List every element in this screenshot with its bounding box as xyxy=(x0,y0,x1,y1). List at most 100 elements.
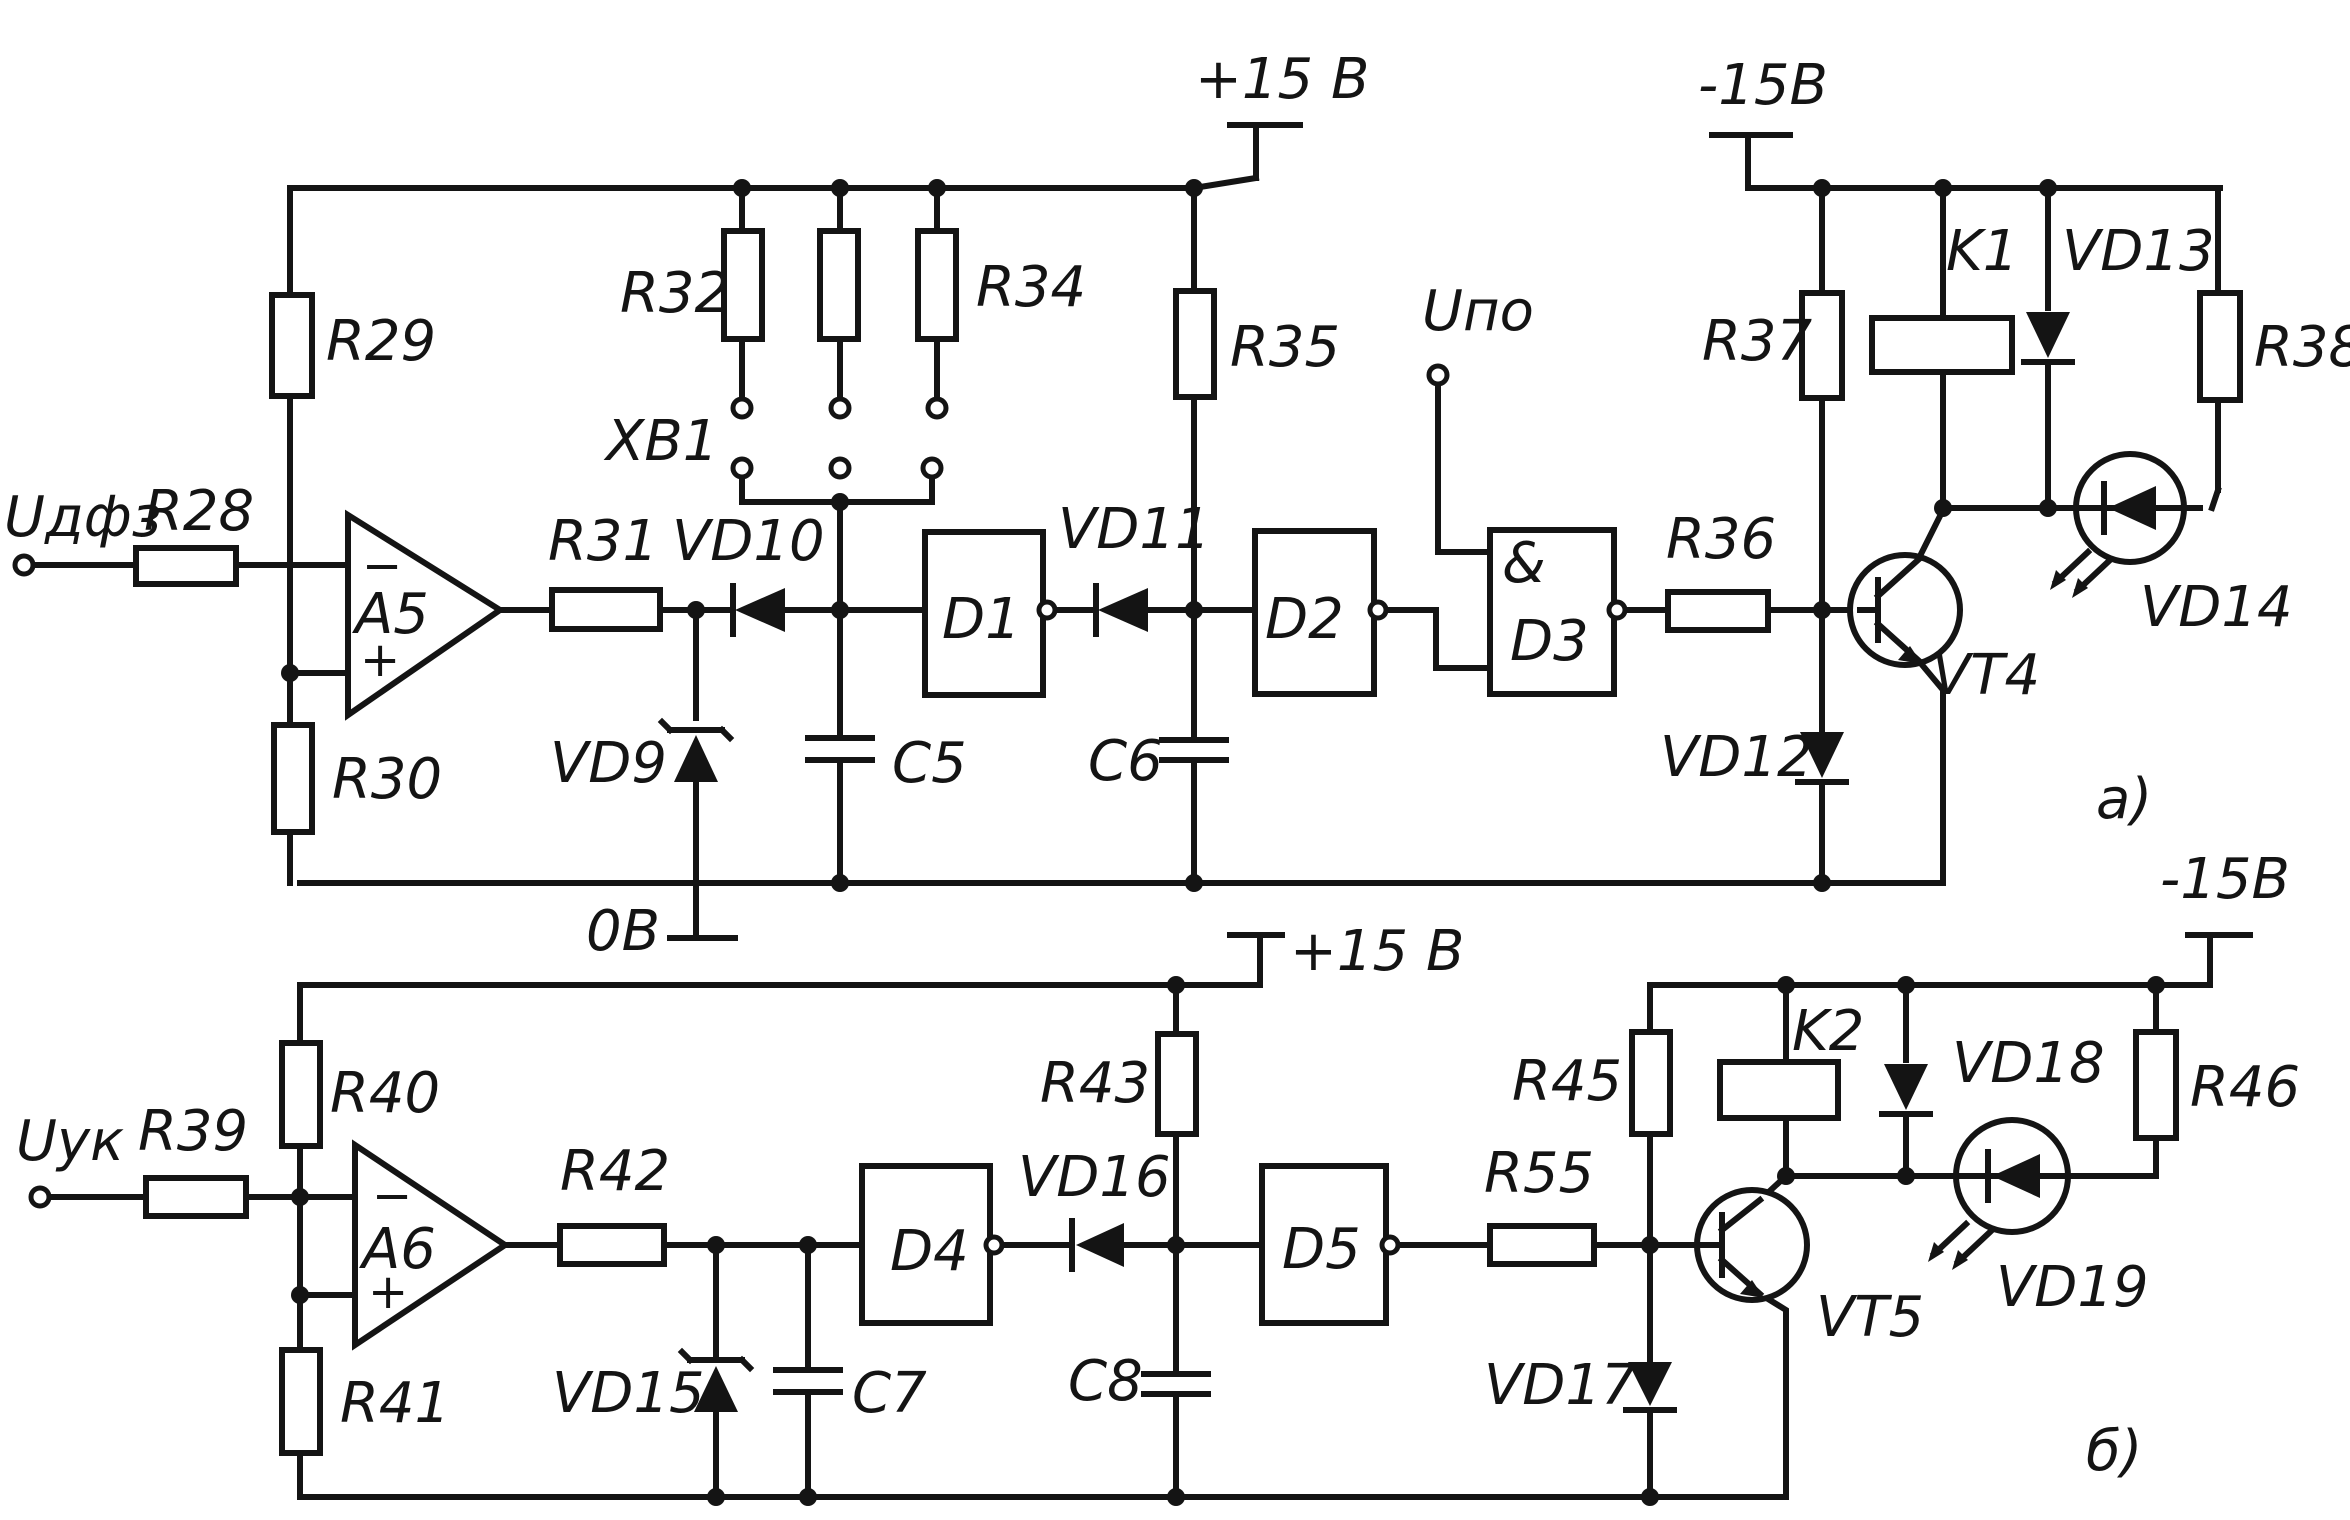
label-c7: C7 xyxy=(852,1361,927,1426)
label-tag-b: б) xyxy=(2086,1419,2142,1484)
label-r37: R37 xyxy=(1702,309,1813,374)
relay-k1-coil xyxy=(1869,315,2015,375)
transistor-vt5 xyxy=(1694,1187,1810,1303)
resistor-r43 xyxy=(1155,1031,1199,1137)
label-vd16: VD16 xyxy=(1018,1145,1171,1210)
label-r36: R36 xyxy=(1666,507,1776,572)
opamp-a6-label: A6 xyxy=(359,1217,436,1282)
label-vd13: VD13 xyxy=(2062,219,2215,284)
label-k1: K1 xyxy=(1946,219,2018,284)
logic-d2 xyxy=(1252,528,1377,697)
opamp-a5-plus: + xyxy=(360,632,400,688)
label-r42: R42 xyxy=(560,1139,670,1204)
label-k2: K2 xyxy=(1792,999,1864,1064)
diode-vd15 xyxy=(677,1347,755,1412)
label-b-plus15: +15 В xyxy=(1290,919,1464,984)
label-r45: R45 xyxy=(1512,1049,1622,1114)
label-d4: D4 xyxy=(890,1219,969,1284)
logic-d4-inverter-bubble xyxy=(983,1234,1005,1256)
diode-vd16 xyxy=(1069,1218,1124,1272)
relay-k2-coil xyxy=(1717,1059,1841,1121)
capacitor-c5 xyxy=(805,735,875,763)
resistor-r29 xyxy=(269,292,315,399)
label-r38: R38 xyxy=(2254,315,2350,380)
led-vd14 xyxy=(2050,451,2203,598)
capacitor-c7 xyxy=(773,1367,843,1395)
label-c6: C6 xyxy=(1088,729,1163,794)
label-r39: R39 xyxy=(138,1099,248,1164)
logic-d1 xyxy=(922,529,1046,698)
label-r32: R32 xyxy=(620,261,730,326)
label-r29: R29 xyxy=(326,309,436,374)
opamp-a5-label: A5 xyxy=(352,582,429,647)
opamp-a5 xyxy=(345,509,506,721)
label-vd15: VD15 xyxy=(552,1361,705,1426)
label-b-input: Uук xyxy=(16,1109,124,1174)
capacitor-c6 xyxy=(1159,737,1229,763)
circuit-a-labels: +15 В -15В 0В Uдфз Uпо R28 R29 R30 R31 R… xyxy=(4,47,2350,964)
resistor-r40 xyxy=(279,1040,323,1149)
label-d3: D3 xyxy=(1510,609,1589,674)
label-vt5: VT5 xyxy=(1816,1285,1924,1350)
diode-vd13 xyxy=(2021,312,2075,365)
logic-d3-inverter-bubble xyxy=(1606,599,1628,621)
logic-d5-inverter-bubble xyxy=(1379,1234,1401,1256)
circuit-b: A6 − + xyxy=(16,847,2300,1506)
label-vd14: VD14 xyxy=(2140,575,2293,640)
label-c8: C8 xyxy=(1068,1349,1143,1414)
label-vd11: VD11 xyxy=(1058,497,1211,562)
resistor-r55 xyxy=(1487,1223,1597,1267)
label-vd17: VD17 xyxy=(1484,1353,1637,1418)
logic-d2-inverter-bubble xyxy=(1367,599,1389,621)
label-r30: R30 xyxy=(332,747,442,812)
label-d2: D2 xyxy=(1265,587,1344,652)
opamp-a6-minus: − xyxy=(372,1168,412,1224)
label-tag-a: а) xyxy=(2096,767,2152,832)
resistor-r37 xyxy=(1799,290,1845,401)
label-a-plus15: +15 В xyxy=(1195,47,1369,112)
label-a-minus15: -15В xyxy=(1698,53,1828,118)
input-terminal-udfz xyxy=(12,553,36,577)
resistor-r33 xyxy=(817,228,861,342)
label-b-minus15: -15В xyxy=(2160,847,2290,912)
label-r41: R41 xyxy=(340,1371,450,1436)
logic-d4 xyxy=(859,1163,993,1326)
circuit-a: A5 − + & xyxy=(4,47,2350,964)
resistor-r42 xyxy=(557,1223,667,1267)
label-r28: R28 xyxy=(144,479,254,544)
diode-vd11 xyxy=(1093,583,1148,637)
input-terminal-upo xyxy=(1426,363,1450,387)
label-a-input: Uдфз xyxy=(4,485,161,550)
capacitor-c8 xyxy=(1141,1371,1211,1397)
connector-xb1 xyxy=(730,396,949,480)
label-r43: R43 xyxy=(1040,1051,1150,1116)
opamp-a6-plus: + xyxy=(368,1264,408,1320)
circuit-b-labels: +15 В -15В Uук R39 R40 R41 R42 R43 R45 R… xyxy=(16,847,2300,1484)
label-d1: D1 xyxy=(942,587,1021,652)
resistor-r35 xyxy=(1173,288,1217,400)
label-vd19: VD19 xyxy=(1996,1255,2149,1320)
label-r46: R46 xyxy=(2190,1055,2300,1120)
opamp-a5-minus: − xyxy=(362,538,402,594)
label-vd18: VD18 xyxy=(1952,1031,2105,1096)
resistor-r46 xyxy=(2133,1029,2179,1141)
diode-vd17 xyxy=(1623,1362,1677,1413)
label-r40: R40 xyxy=(330,1061,440,1126)
label-vd12: VD12 xyxy=(1660,725,1813,790)
input-terminal-uuk xyxy=(28,1185,52,1209)
label-r35: R35 xyxy=(1230,315,1340,380)
label-r55: R55 xyxy=(1484,1141,1594,1206)
label-r34: R34 xyxy=(976,255,1086,320)
label-d5: D5 xyxy=(1282,1217,1361,1282)
resistor-r30 xyxy=(271,722,315,835)
logic-d5 xyxy=(1259,1163,1389,1326)
logic-d1-inverter-bubble xyxy=(1036,599,1058,621)
resistor-r39 xyxy=(143,1175,249,1219)
led-vd19 xyxy=(1928,1117,2079,1270)
opamp-a6 xyxy=(352,1139,511,1351)
label-xb1: XB1 xyxy=(603,409,718,474)
label-vd9: VD9 xyxy=(550,731,667,796)
transistor-vt4 xyxy=(1847,552,1963,668)
diode-vd12 xyxy=(1795,732,1849,785)
